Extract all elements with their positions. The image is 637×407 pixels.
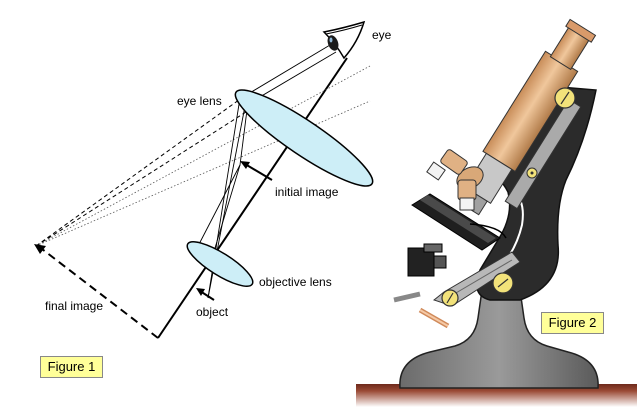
figure2-microscope — [356, 18, 637, 407]
eye-ray-1 — [242, 44, 331, 98]
table — [356, 384, 637, 407]
virtual-ray-2 — [35, 111, 247, 247]
eye-lens — [234, 89, 374, 187]
mirror — [393, 291, 450, 329]
eye-icon — [322, 20, 366, 60]
initial-image-arrow — [240, 161, 273, 181]
construction-line-1 — [35, 65, 371, 247]
objective-lens — [186, 241, 254, 287]
object-arrow — [196, 288, 215, 301]
microscope-base — [399, 289, 599, 389]
label-objective-lens: objective lens — [259, 275, 332, 289]
microscope-arm — [475, 85, 597, 301]
figure1-caption: Figure 1 — [40, 356, 103, 378]
virtual-ray-1 — [35, 96, 244, 247]
stage-knob — [441, 289, 459, 307]
label-eye: eye — [372, 28, 392, 42]
tube-rack — [504, 98, 582, 210]
label-object: object — [196, 305, 229, 319]
optical-axis — [157, 57, 348, 339]
label-eye-lens: eye lens — [177, 94, 222, 108]
ray-c — [195, 164, 241, 251]
lamp-housing — [407, 247, 435, 277]
label-initial-image: initial image — [275, 185, 339, 199]
figure1-diagram — [34, 20, 374, 339]
focus-knob-lower — [492, 272, 514, 294]
construction-line-2 — [35, 100, 371, 247]
final-image-arrow — [34, 244, 159, 339]
ray-e — [211, 164, 241, 259]
figure2-caption: Figure 2 — [541, 312, 604, 334]
objective-turret — [426, 149, 484, 211]
fine-focus-knob-small — [526, 167, 538, 179]
label-final-image: final image — [45, 299, 104, 313]
coarse-focus-knob-upper — [554, 87, 576, 109]
